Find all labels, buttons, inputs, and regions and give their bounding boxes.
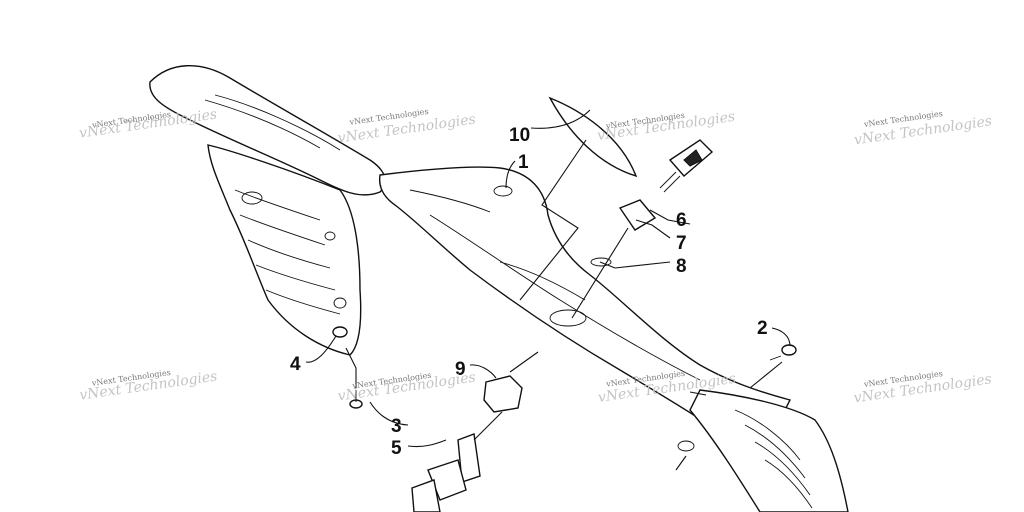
callout-5: 5 [391,438,402,459]
console-cover-part [149,65,849,512]
callout-8: 8 [676,256,687,277]
ignition-switch-part [411,433,481,512]
callout-7: 7 [676,233,687,254]
grommet-part [332,326,348,338]
o-ring-part [590,257,612,267]
callout-6: 6 [676,210,687,231]
leader-lines [305,109,791,471]
callout-1: 1 [518,152,529,173]
callout-labels: 1 2 3 4 5 6 7 8 9 10 [290,125,768,459]
callout-4: 4 [290,354,301,375]
key-cap-part [618,199,657,231]
callout-2: 2 [757,318,768,339]
screw-2-part [769,344,797,361]
decal-part [548,96,638,178]
callout-10: 10 [509,125,530,146]
key-part [659,139,714,193]
bushing-part [483,375,523,413]
screw-part [349,390,363,409]
callout-3: 3 [391,416,402,437]
callout-9: 9 [455,359,466,380]
